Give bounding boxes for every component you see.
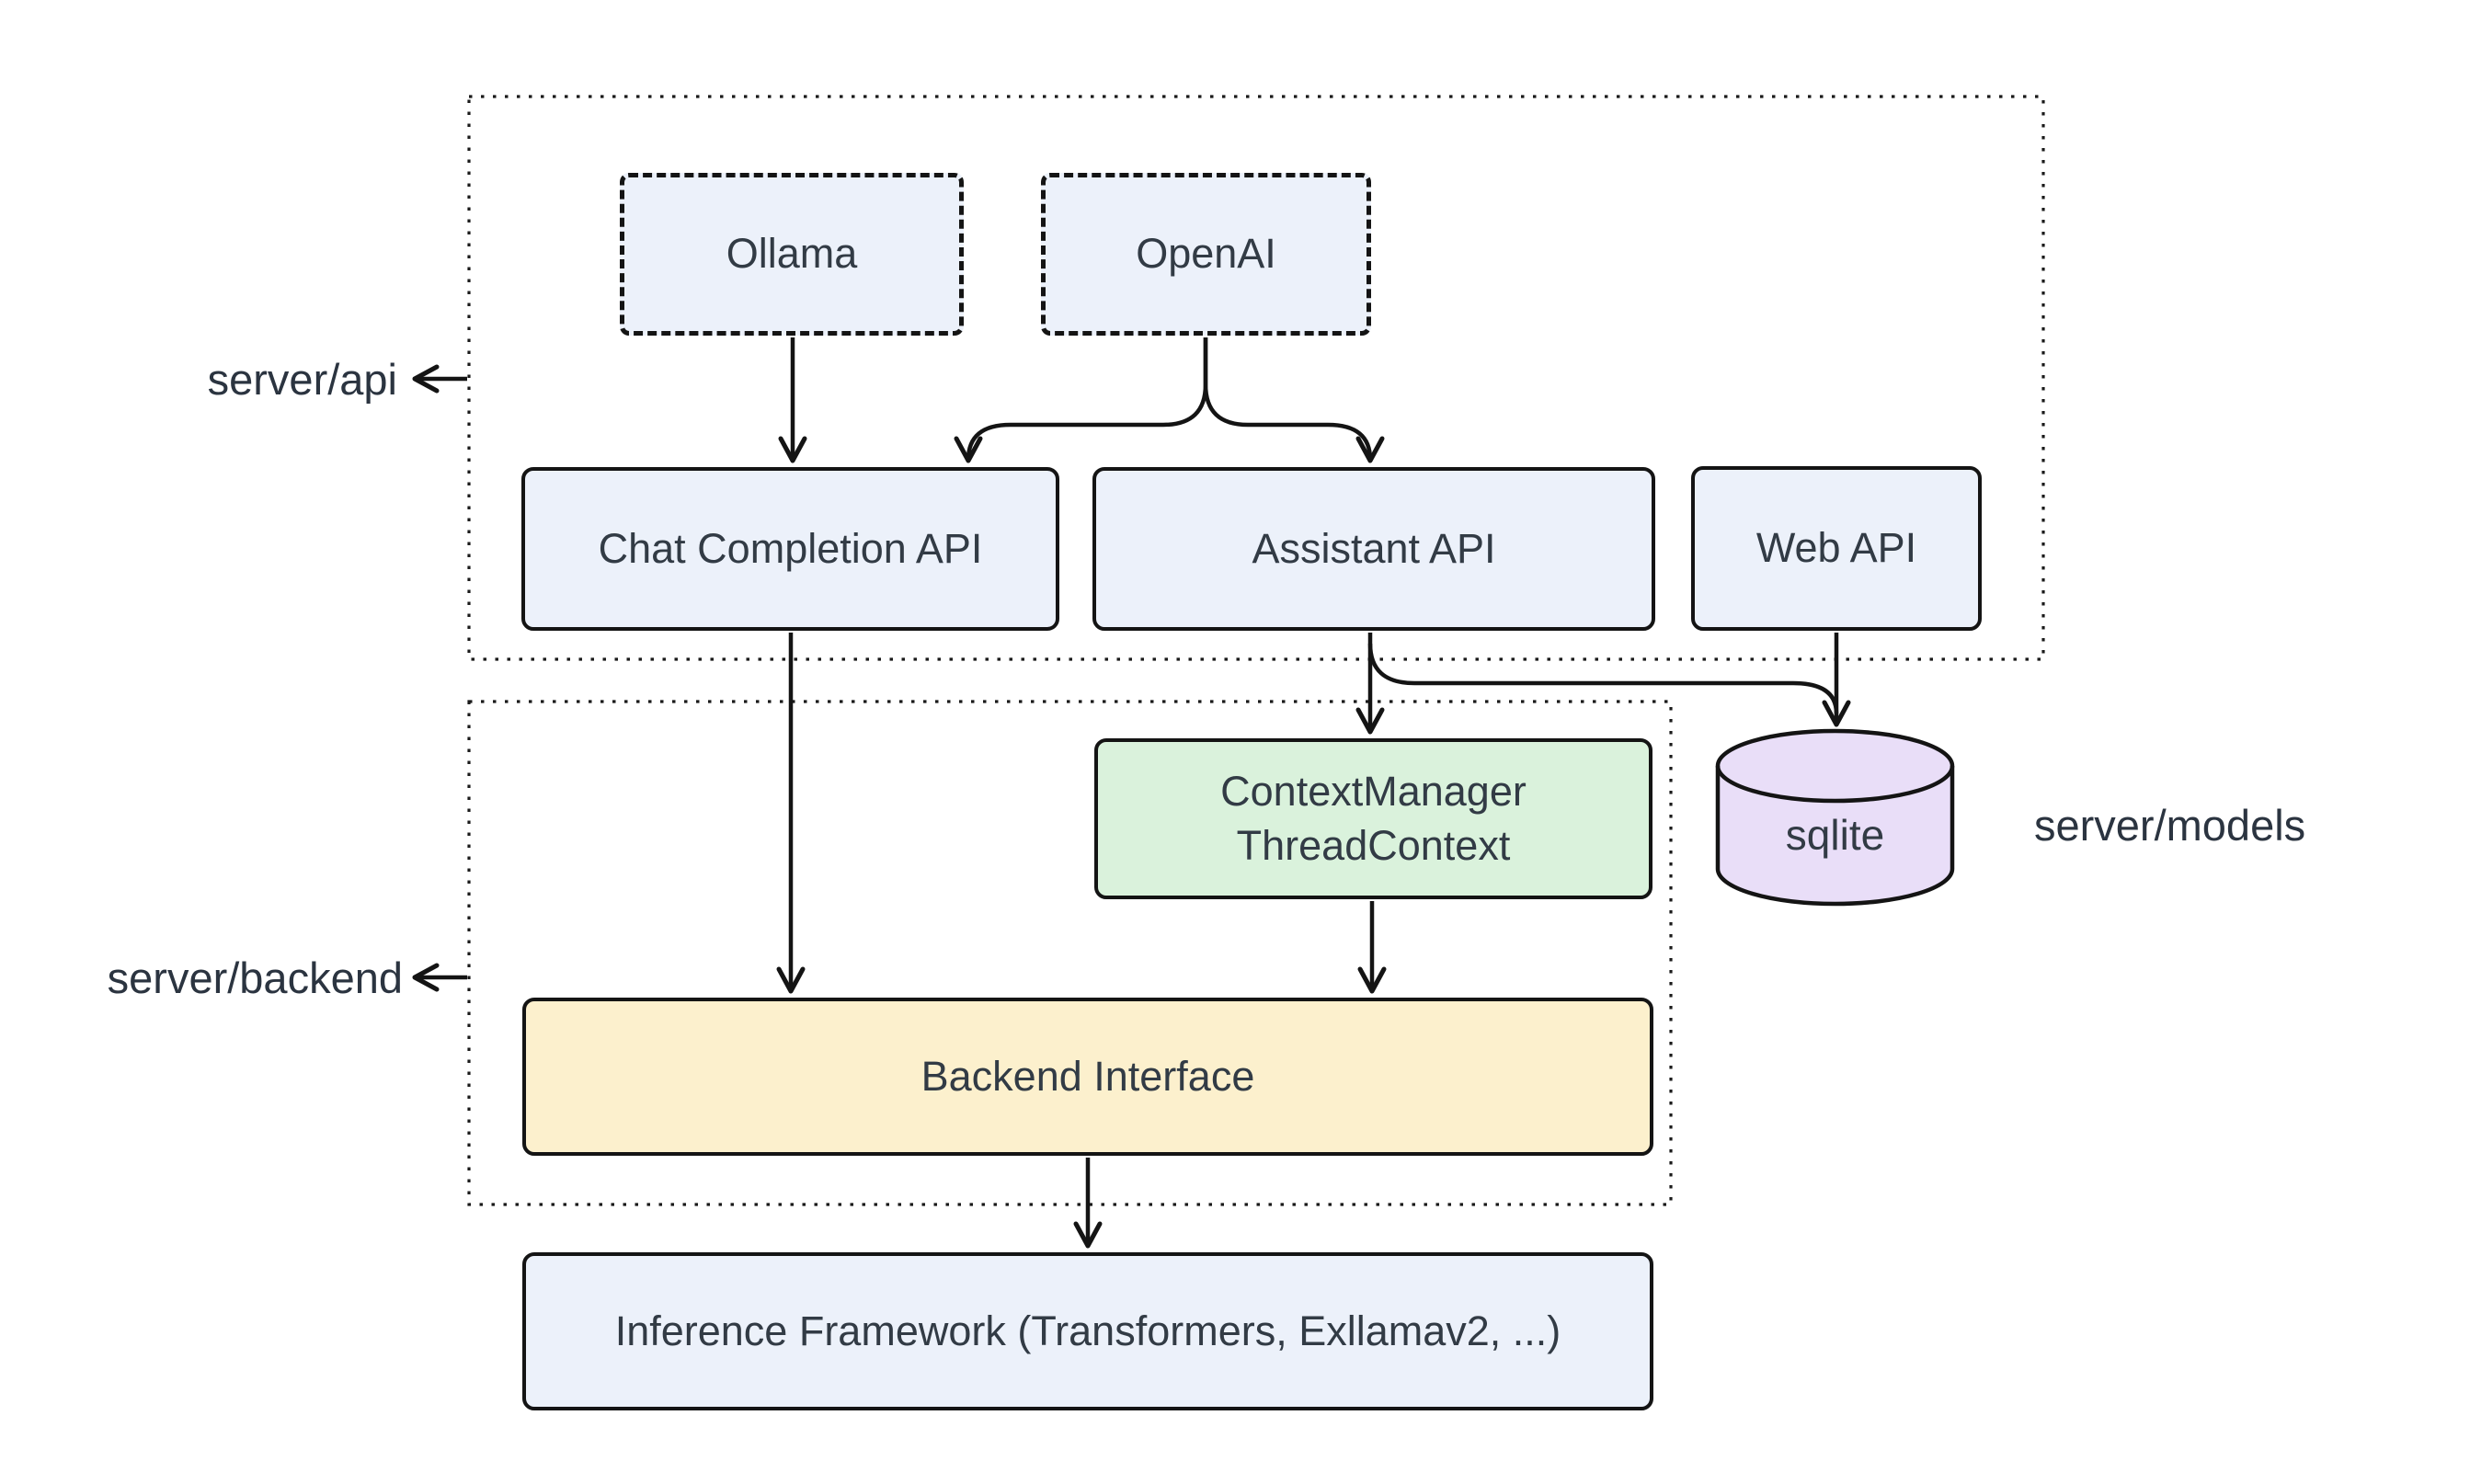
server-models-label: server/models <box>2034 801 2306 850</box>
node-web-api: Web API <box>1691 466 1982 631</box>
sqlite-cylinder-rim <box>1715 765 1955 804</box>
sqlite-cylinder-body <box>1715 728 1955 907</box>
node-ollama: Ollama <box>620 173 964 336</box>
server-backend-group-border <box>467 700 1673 1206</box>
edge-openai-to-assistant <box>1203 337 1385 463</box>
server-backend-group-label: server/backend <box>107 953 403 1002</box>
node-inference-framework: Inference Framework (Transformers, Exlla… <box>522 1252 1653 1410</box>
node-sqlite-label: sqlite <box>1785 811 1885 859</box>
node-assistant-api: Assistant API <box>1092 467 1655 631</box>
edge-openai-to-chat-completion <box>954 337 1208 463</box>
node-backend-interface: Backend Interface <box>522 998 1653 1156</box>
server-api-group-border <box>467 95 2045 661</box>
context-manager-line2: ThreadContext <box>1236 821 1511 869</box>
node-context-manager: ContextManager ThreadContext <box>1094 738 1652 899</box>
context-manager-line1: ContextManager <box>1220 768 1527 815</box>
server-api-group-label: server/api <box>207 355 397 404</box>
edge-assistant-to-sqlite <box>1367 643 1839 714</box>
node-chat-completion-api: Chat Completion API <box>521 467 1059 631</box>
context-manager-label: ContextManager ThreadContext <box>1220 765 1527 873</box>
node-openai: OpenAI <box>1041 173 1371 336</box>
